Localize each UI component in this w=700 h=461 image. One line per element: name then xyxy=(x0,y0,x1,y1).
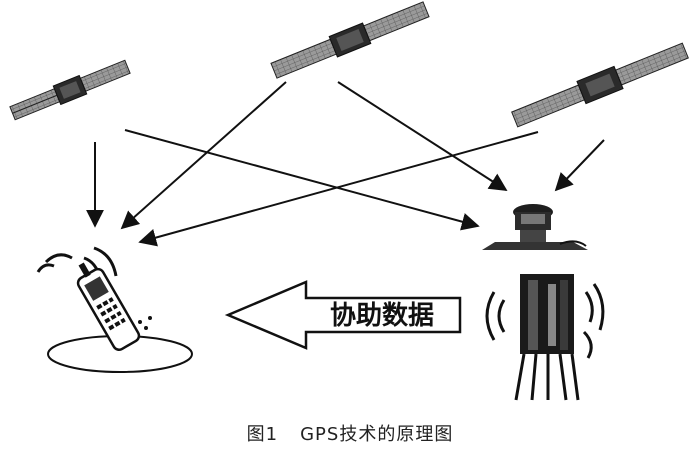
assist-data-label: 协助数据 xyxy=(330,301,434,331)
figure-title: GPS技术的原理图 xyxy=(300,424,454,445)
arrow-top-sat-to-station xyxy=(337,81,508,191)
satellite-icon-right xyxy=(511,42,689,128)
arrow-top-sat-to-phone xyxy=(120,81,287,230)
arrow-right-sat-to-station xyxy=(554,139,605,192)
figure-caption: 图1 GPS技术的原理图 xyxy=(0,420,700,446)
arrow-right-sat-to-phone xyxy=(138,131,539,247)
mobile-phone-icon xyxy=(36,246,193,373)
base-station-tower-icon xyxy=(485,274,605,401)
assist-data-arrow: 协助数据 xyxy=(224,280,462,350)
satellite-icon-left xyxy=(9,59,131,121)
satellite-icon-top xyxy=(270,1,430,79)
arrow-left-sat-to-station xyxy=(124,129,480,231)
signal-arrows xyxy=(86,81,605,247)
gps-reference-receiver-icon xyxy=(482,204,588,250)
figure-number: 图1 xyxy=(246,424,279,445)
